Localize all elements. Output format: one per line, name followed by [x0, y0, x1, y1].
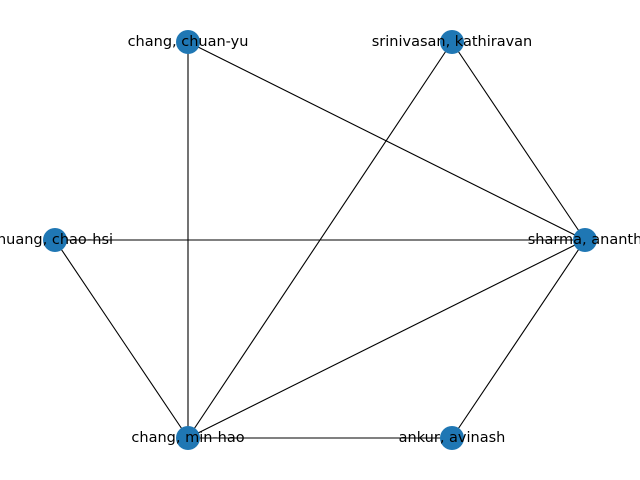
- node-kathiravan: [440, 30, 464, 54]
- edge-ananth-minhao: [187, 239, 586, 439]
- node-label-minhao: chang, min-hao: [131, 430, 244, 446]
- edge-chaohsi-minhao: [54, 239, 189, 439]
- node-chaohsi: [43, 228, 67, 252]
- node-minhao: [176, 426, 200, 450]
- nodes-layer: [43, 30, 597, 450]
- node-label-chaohsi: huang, chao-hsi: [0, 232, 113, 248]
- node-label-chuanyu: chang, chuan-yu: [128, 34, 249, 50]
- node-avinash: [440, 426, 464, 450]
- edge-ananth-avinash: [451, 239, 586, 439]
- labels-layer: chang, chuan-yu srinivasan, kathiravan hua…: [0, 34, 640, 446]
- node-label-avinash: ankur, avinash: [399, 430, 506, 446]
- node-label-ananth: sharma, ananth: [528, 232, 640, 248]
- edges-layer: [54, 41, 586, 439]
- node-ananth: [573, 228, 597, 252]
- node-label-kathiravan: srinivasan, kathiravan: [372, 34, 533, 50]
- edge-kathiravan-ananth: [451, 41, 586, 241]
- node-chuanyu: [176, 30, 200, 54]
